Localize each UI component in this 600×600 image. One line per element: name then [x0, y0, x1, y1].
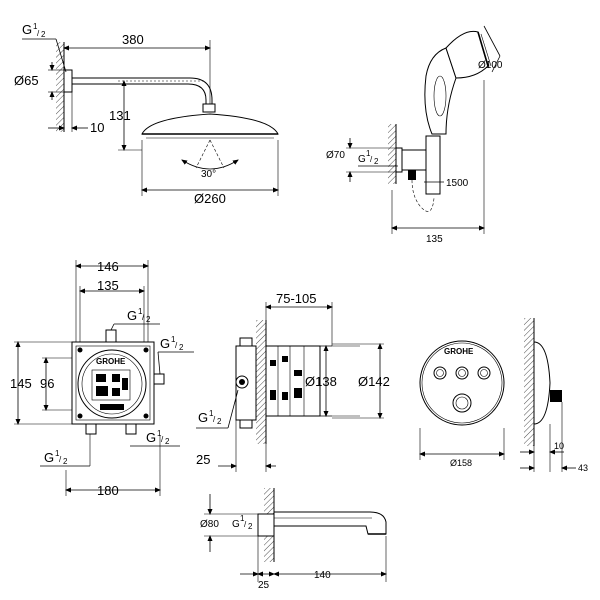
arm-length-dim: 380	[122, 32, 144, 47]
svg-text:2: 2	[63, 457, 68, 466]
arm-joint	[202, 103, 216, 113]
svg-text:2: 2	[165, 437, 170, 446]
svg-text:1: 1	[240, 514, 245, 523]
rain-shower-head	[141, 113, 279, 135]
side-thread-g: G	[198, 410, 208, 425]
bath-spout-view: Ø80 G 1 / 2 25 140	[200, 488, 387, 591]
valve-block	[91, 369, 131, 401]
svg-text:2: 2	[41, 30, 46, 39]
body-thread-right-g: G	[160, 336, 170, 351]
svg-text:2: 2	[217, 417, 222, 426]
trim-plate	[419, 340, 505, 426]
trim-dia-dim: Ø158	[450, 458, 472, 468]
trim-knob-profile	[550, 390, 562, 402]
svg-text:1: 1	[171, 335, 176, 344]
wall-outlet-flange	[395, 147, 403, 173]
trim-button-1[interactable]	[433, 366, 447, 380]
body-height-outer-dim: 145	[10, 376, 32, 391]
concealed-body-side-view: 75-105 Ø138 Ø142 G 1 / 2 25	[196, 291, 390, 472]
outlet-dia-dim: Ø70	[326, 150, 345, 161]
wall-hatch	[56, 42, 64, 132]
svg-text:1: 1	[157, 429, 162, 438]
spout-body	[273, 511, 387, 535]
svg-text:1: 1	[55, 449, 60, 458]
trim-button-3[interactable]	[477, 366, 491, 380]
trim-front-view: GROHE Ø158	[419, 340, 505, 468]
screw-hole	[143, 347, 149, 353]
trim-profile	[533, 341, 551, 425]
svg-text:/: /	[370, 155, 373, 164]
side-offset-dim: 25	[196, 452, 210, 467]
shower-arm-flange	[63, 69, 73, 93]
svg-text:/: /	[37, 29, 40, 38]
housing-dia-inner-dim: Ø138	[305, 374, 337, 389]
svg-text:/: /	[59, 455, 62, 464]
svg-text:2: 2	[248, 522, 253, 531]
hand-thread-g: G	[358, 154, 366, 165]
body-thread-top-g: G	[127, 308, 137, 323]
svg-text:1: 1	[209, 409, 214, 418]
svg-text:2: 2	[146, 315, 151, 324]
hose-length-dim: 1500	[446, 178, 469, 189]
body-circle	[77, 349, 147, 419]
trim-brand-logo: GROHE	[444, 347, 474, 356]
port-bottom-left	[85, 423, 97, 435]
body-width-outer-dim: 146	[97, 259, 119, 274]
body-width-inner-dim: 135	[97, 278, 119, 293]
svg-text:2: 2	[374, 157, 379, 166]
trim-side-depth-2: 43	[578, 463, 588, 473]
body-thread-bottom-left-g: G	[44, 450, 54, 465]
svg-text:1: 1	[366, 149, 371, 158]
flange-dia-dim: Ø65	[14, 73, 39, 88]
head-dia-dim: Ø260	[194, 191, 226, 206]
svg-text:/: /	[244, 520, 247, 529]
screw-hole	[77, 347, 83, 353]
screw-hole	[143, 413, 149, 419]
hand-shower-handle	[424, 47, 457, 135]
wall-gap-dim: 10	[90, 120, 104, 135]
wall-outlet-elbow	[401, 149, 427, 171]
cartridge-housing	[265, 345, 321, 417]
trim-side-depth-1: 10	[554, 441, 564, 451]
port-right	[153, 373, 165, 385]
head-shower-view: 30° G 1 / 2 380 Ø65 10 131 Ø260	[14, 22, 279, 206]
angle-label: 30°	[201, 169, 216, 180]
hose	[411, 179, 435, 212]
svg-text:/: /	[142, 313, 145, 322]
thread-label-g: G	[22, 22, 32, 37]
svg-text:/: /	[175, 341, 178, 350]
body-bottom-width-dim: 180	[97, 483, 119, 498]
spout-wall-dim: 25	[258, 580, 270, 591]
svg-text:1: 1	[33, 22, 38, 31]
body-thread-bottom-right-g: G	[146, 430, 156, 445]
hose-connector	[408, 170, 416, 180]
shower-holder	[425, 135, 441, 195]
port-top	[105, 329, 117, 343]
screw-hole	[77, 413, 83, 419]
svg-text:2: 2	[179, 343, 184, 352]
body-brand-logo: GROHE	[96, 357, 126, 366]
body-height-inner-dim: 96	[40, 376, 54, 391]
shower-arm	[72, 77, 213, 104]
spout-flange	[257, 513, 275, 537]
spout-thread-g: G	[232, 519, 240, 530]
hand-head-dia-dim: Ø100	[478, 60, 503, 71]
hand-depth-dim: 135	[426, 234, 443, 245]
spout-length-dim: 140	[314, 570, 331, 581]
trim-side-view: 10 43	[520, 318, 588, 473]
depth-range-dim: 75-105	[276, 291, 316, 306]
concealed-body-front-view: GROHE 146 135 G 1 / 2	[10, 259, 194, 498]
trim-thermostat-knob[interactable]	[452, 393, 472, 413]
svg-text:1: 1	[138, 307, 143, 316]
trim-button-2[interactable]	[455, 366, 469, 380]
spout-flange-dia-dim: Ø80	[200, 519, 219, 530]
svg-text:/: /	[213, 415, 216, 424]
housing-dia-outer-dim: Ø142	[358, 374, 390, 389]
svg-text:/: /	[161, 435, 164, 444]
port-bottom-right	[125, 423, 137, 435]
hand-shower-view: Ø100 Ø70 G 1 / 2 1500 135	[326, 25, 503, 245]
height-dim: 131	[109, 108, 131, 123]
